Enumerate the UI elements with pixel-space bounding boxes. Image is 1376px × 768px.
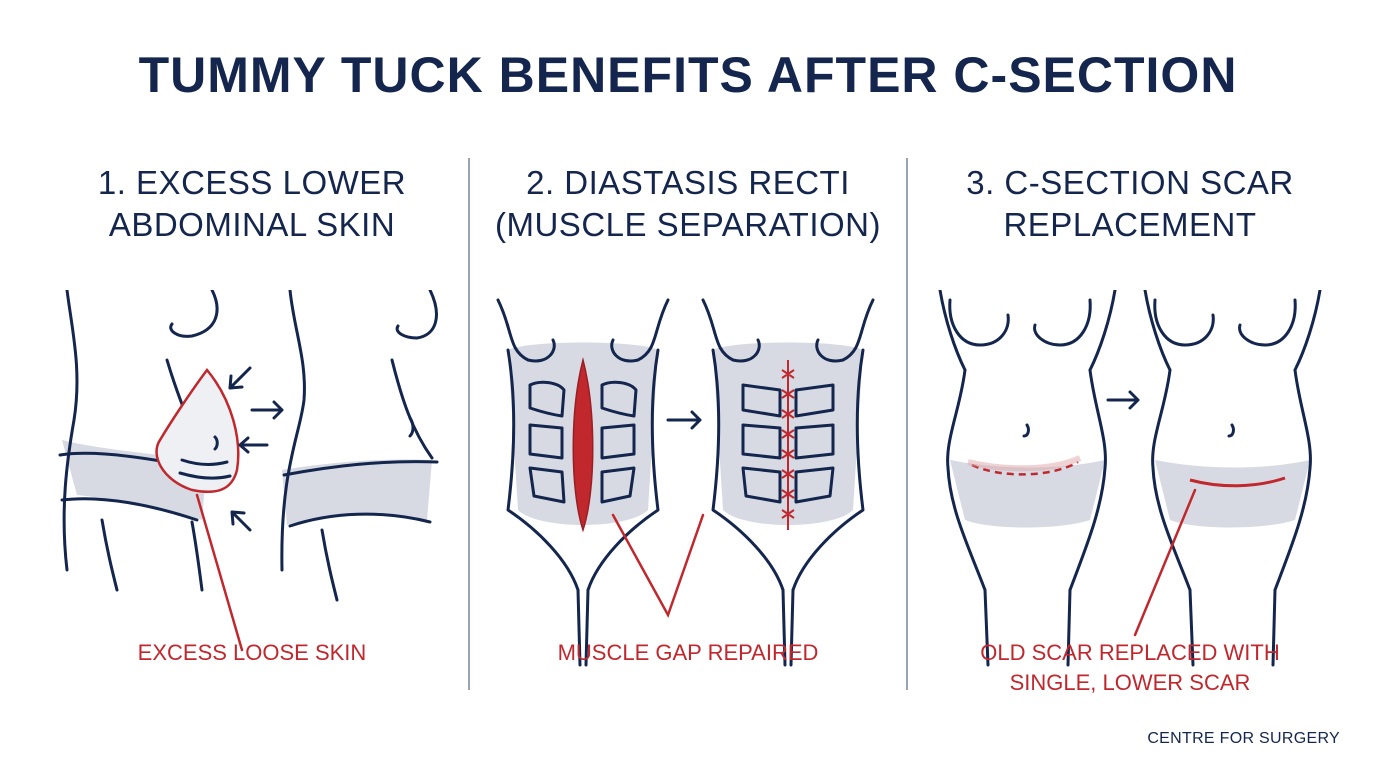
- panel-scar: 3. C-SECTION SCAR REPLACEMENT: [910, 158, 1350, 718]
- caption-line2: SINGLE, LOWER SCAR: [1009, 670, 1251, 695]
- panel-caption: OLD SCAR REPLACED WITH SINGLE, LOWER SCA…: [910, 638, 1350, 698]
- callout-leader: [611, 513, 705, 619]
- footer-brand: CENTRE FOR SURGERY: [1147, 730, 1340, 747]
- torso-after: [280, 290, 439, 602]
- panel-heading-line2: ABDOMINAL SKIN: [108, 206, 396, 243]
- caption-line1: OLD SCAR REPLACED WITH: [980, 640, 1280, 665]
- panel-caption: EXCESS LOOSE SKIN: [32, 638, 472, 668]
- caption-line1: EXCESS LOOSE SKIN: [137, 640, 367, 665]
- diastasis-illustration: [496, 298, 875, 667]
- scar-illustration: [938, 290, 1322, 667]
- panel-heading-line1: 1. EXCESS LOWER: [97, 164, 407, 201]
- caption-line1: MUSCLE GAP REPAIRED: [557, 640, 819, 665]
- panel-heading: 1. EXCESS LOWER ABDOMINAL SKIN: [32, 162, 472, 246]
- page-title: TUMMY TUCK BENEFITS AFTER C-SECTION: [138, 47, 1238, 103]
- abdomen-before: [496, 298, 670, 667]
- divider-1: [468, 158, 470, 690]
- panel-heading: 2. DIASTASIS RECTI (MUSCLE SEPARATION): [468, 162, 908, 246]
- panel-heading-line1: 2. DIASTASIS RECTI: [526, 164, 850, 201]
- divider-2: [906, 158, 908, 690]
- callout-leader: [1133, 488, 1197, 637]
- panel-heading-line2: REPLACEMENT: [1003, 206, 1257, 243]
- panel-heading-line1: 3. C-SECTION SCAR: [966, 164, 1294, 201]
- panel-caption: MUSCLE GAP REPAIRED: [468, 638, 908, 668]
- panel-excess-skin: 1. EXCESS LOWER ABDOMINAL SKIN: [32, 158, 472, 718]
- excess-skin-illustration: [58, 290, 439, 652]
- panel-heading: 3. C-SECTION SCAR REPLACEMENT: [910, 162, 1350, 246]
- panel-heading-line2: (MUSCLE SEPARATION): [495, 206, 881, 243]
- arrow-inward-icon: [228, 366, 269, 532]
- body-before: [938, 290, 1117, 667]
- torso-before: [58, 290, 240, 592]
- arrow-right-icon: [250, 400, 284, 420]
- arrow-right-icon: [1106, 390, 1140, 410]
- callout-leader: [195, 493, 244, 652]
- body-after: [1143, 290, 1322, 667]
- arrow-right-icon: [666, 410, 702, 430]
- abdomen-after: [701, 298, 875, 667]
- panel-diastasis: 2. DIASTASIS RECTI (MUSCLE SEPARATION): [468, 158, 908, 718]
